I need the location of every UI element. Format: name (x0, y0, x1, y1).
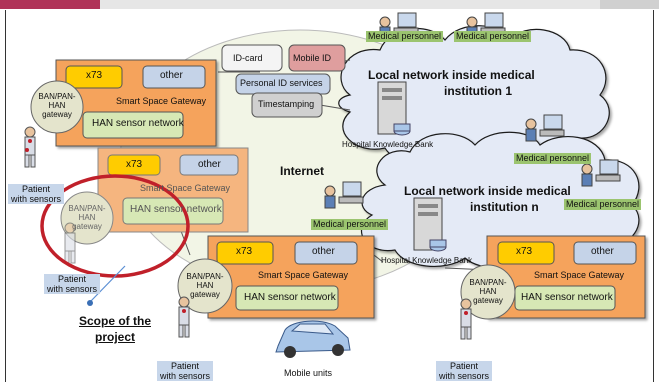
medical-personnel-tag: Medical personnel (454, 31, 532, 42)
scope-arrow (89, 265, 126, 303)
server-icon (413, 197, 447, 252)
gw2-ban-label: BAN/PAN-HAN gateway (68, 204, 106, 231)
patient-figure (64, 222, 76, 264)
gw3-other-label: other (312, 246, 335, 257)
gateway-1-ban-circle (30, 80, 84, 134)
scope-label-line1: Scope of the (78, 314, 151, 328)
gw1-han-label: HAN sensor network (92, 118, 184, 129)
gateway-3-x73 (216, 241, 274, 265)
timestamping-box (251, 92, 323, 118)
workstation-icon (324, 181, 364, 209)
gw1-x73-label: x73 (86, 70, 103, 81)
network-1-title-line2: institution 1 (444, 84, 512, 98)
server-icon (377, 81, 411, 136)
patient-line1: Patient (170, 361, 200, 371)
gw1-ban-label: BAN/PAN-HAN gateway (38, 92, 76, 119)
network-1-title-line1: Local network inside medical (368, 68, 535, 82)
patient-tag: Patient with sensors (436, 361, 492, 381)
gateway-4-ban-circle (460, 264, 516, 320)
medical-personnel-tag: Medical personnel (366, 31, 444, 42)
mobile-id-box (288, 44, 346, 72)
patient-figure (460, 298, 472, 340)
gw3-x73-label: x73 (236, 246, 253, 257)
mobile-id-label: Mobile ID (293, 53, 332, 63)
patient-line2: with sensors (46, 284, 98, 294)
medical-personnel-tag: Medical personnel (564, 199, 642, 210)
gw4-other-label: other (591, 246, 614, 257)
gateway-3-ban-circle (177, 258, 233, 314)
brand-block (0, 0, 100, 9)
internet-label: Internet (280, 164, 325, 178)
gateway-4-han (514, 285, 616, 311)
gw2-title: Smart Space Gateway (140, 183, 231, 193)
gw4-title: Smart Space Gateway (534, 270, 625, 280)
hkb-n-label: Hospital Knowledge Bank (381, 256, 473, 265)
slide-frame (5, 10, 654, 382)
gateway-2-x73 (107, 154, 161, 176)
gw4-x73-label: x73 (516, 246, 533, 257)
gateway-2-other (179, 154, 239, 176)
gateway-4-other (573, 241, 637, 265)
gateway-1-x73 (65, 65, 123, 89)
id-card-box (221, 44, 283, 72)
gw3-ban-label: BAN/PAN-HAN gateway (186, 272, 224, 299)
timestamping-label: Timestamping (258, 99, 315, 109)
scope-label-line2: project (94, 330, 135, 344)
corner-block (600, 0, 659, 9)
car-icon (275, 320, 351, 358)
gw2-han-label: HAN sensor network (130, 204, 222, 215)
gw4-ban-label: BAN/PAN-HAN gateway (469, 278, 507, 305)
gateway-3-han (235, 285, 339, 311)
id-card-label: ID-card (233, 53, 263, 63)
personal-id-label: Personal ID services (240, 78, 323, 88)
gw2-x73-label: x73 (126, 159, 143, 170)
scope-arrow-dot (87, 300, 93, 306)
gw3-han-label: HAN sensor network (244, 292, 336, 303)
patient-line1: Patient (21, 184, 51, 194)
patient-tag: Patient with sensors (44, 274, 100, 294)
hkb-1-label: Hospital Knowledge Bank (342, 140, 434, 149)
mobile-units-label: Mobile units (284, 368, 333, 378)
patient-line2: with sensors (438, 371, 490, 381)
gw1-title: Smart Space Gateway (116, 96, 207, 106)
top-bar (0, 0, 659, 9)
network-n-title-line2: institution n (470, 200, 539, 214)
gateway-3-other (294, 241, 358, 265)
gateway-1-other (142, 65, 206, 89)
patient-tag: Patient with sensors (8, 184, 64, 204)
gw4-han-label: HAN sensor network (521, 292, 613, 303)
patient-figure (24, 126, 36, 168)
network-n-title-line1: Local network inside medical (404, 184, 571, 198)
gw1-other-label: other (160, 70, 183, 81)
patient-line1: Patient (57, 274, 87, 284)
gateway-2-han (122, 197, 224, 225)
medical-personnel-tag: Medical personnel (311, 219, 389, 230)
patient-line2: with sensors (159, 371, 211, 381)
gw3-title: Smart Space Gateway (258, 270, 349, 280)
patient-line1: Patient (449, 361, 479, 371)
gateway-4-x73 (497, 241, 555, 265)
workstation-icon (581, 159, 621, 187)
patient-tag: Patient with sensors (157, 361, 213, 381)
medical-personnel-tag: Medical personnel (514, 153, 592, 164)
workstation-icon (525, 114, 565, 142)
patient-line2: with sensors (10, 194, 62, 204)
gateway-1-han (82, 111, 184, 139)
patient-figure (178, 296, 190, 338)
gw2-other-label: other (198, 159, 221, 170)
